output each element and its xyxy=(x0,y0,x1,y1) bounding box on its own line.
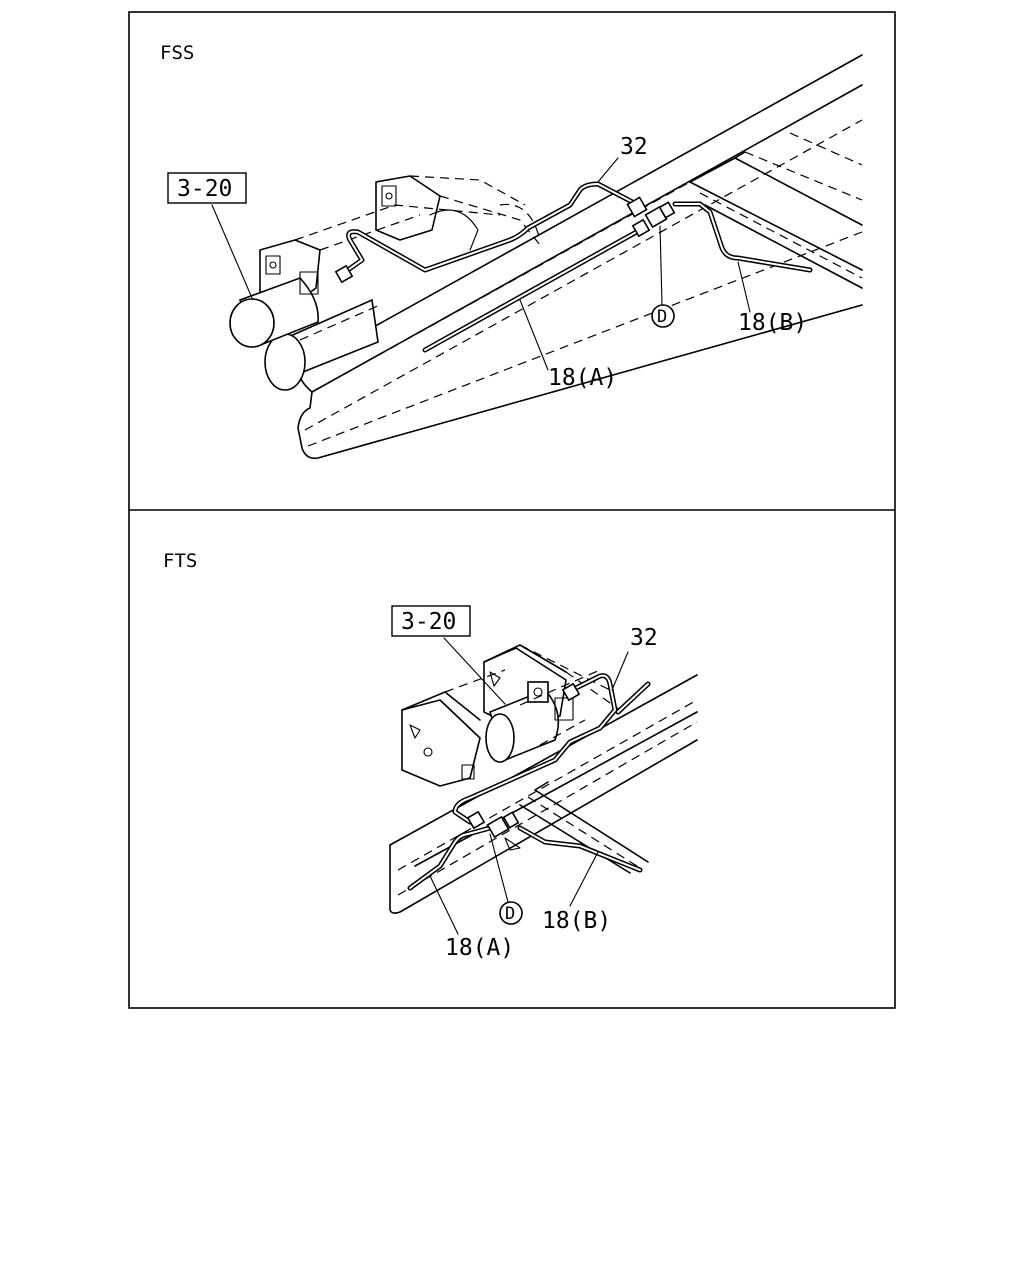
brake-chamber-lower xyxy=(264,298,381,391)
fitting-tee xyxy=(626,196,676,238)
section-label: FTS xyxy=(163,550,197,572)
leader-18a xyxy=(429,875,459,935)
callout-18a: 18(A) xyxy=(445,935,514,961)
callout-32: 32 xyxy=(620,134,648,160)
frame-rail xyxy=(389,674,698,914)
panel-fss: FSS xyxy=(160,42,863,460)
pipe-18b xyxy=(517,825,643,873)
leader-18a xyxy=(519,299,549,371)
brake-chamber-rear xyxy=(429,203,541,251)
pipe-18b xyxy=(672,201,813,273)
ref-box xyxy=(391,605,471,637)
callout-d: D xyxy=(657,307,667,327)
fitting-tee xyxy=(466,810,521,851)
callout-18a: 18(A) xyxy=(548,365,617,391)
brake-chamber-upper xyxy=(229,271,319,348)
leader-32 xyxy=(611,651,629,691)
pipe-32 xyxy=(452,673,651,825)
callout-d: D xyxy=(505,904,515,924)
pipe-18a xyxy=(407,825,493,891)
callout-d-circle xyxy=(499,901,523,925)
pipe-32 xyxy=(342,181,643,275)
mount-bracket-2 xyxy=(375,175,541,246)
cross-member xyxy=(519,781,649,874)
mount-bracket-1 xyxy=(401,669,506,787)
callout-18b: 18(B) xyxy=(542,908,611,934)
panel-fts: FTS xyxy=(163,550,698,961)
pipe-18a xyxy=(422,227,643,353)
leader-ref xyxy=(443,637,506,705)
fitting-top xyxy=(561,682,581,702)
leader-ref xyxy=(211,204,253,299)
leader-d xyxy=(489,833,509,903)
callout-32: 32 xyxy=(630,625,658,651)
frame-rail xyxy=(297,54,863,460)
callout-d-circle xyxy=(651,304,675,328)
callout-18b: 18(B) xyxy=(738,310,807,336)
cross-member xyxy=(689,132,863,289)
ref-box-label: 3-20 xyxy=(177,176,232,202)
leader-18b xyxy=(569,851,599,907)
fitting-left xyxy=(334,264,354,284)
mount-bracket-2 xyxy=(483,644,621,731)
leader-d xyxy=(659,225,663,306)
section-label: FSS xyxy=(160,42,194,64)
ref-box xyxy=(167,172,247,204)
ref-box-label: 3-20 xyxy=(401,609,456,635)
leader-32 xyxy=(597,157,619,183)
brake-chamber xyxy=(485,669,601,763)
leader-18b xyxy=(737,261,751,313)
